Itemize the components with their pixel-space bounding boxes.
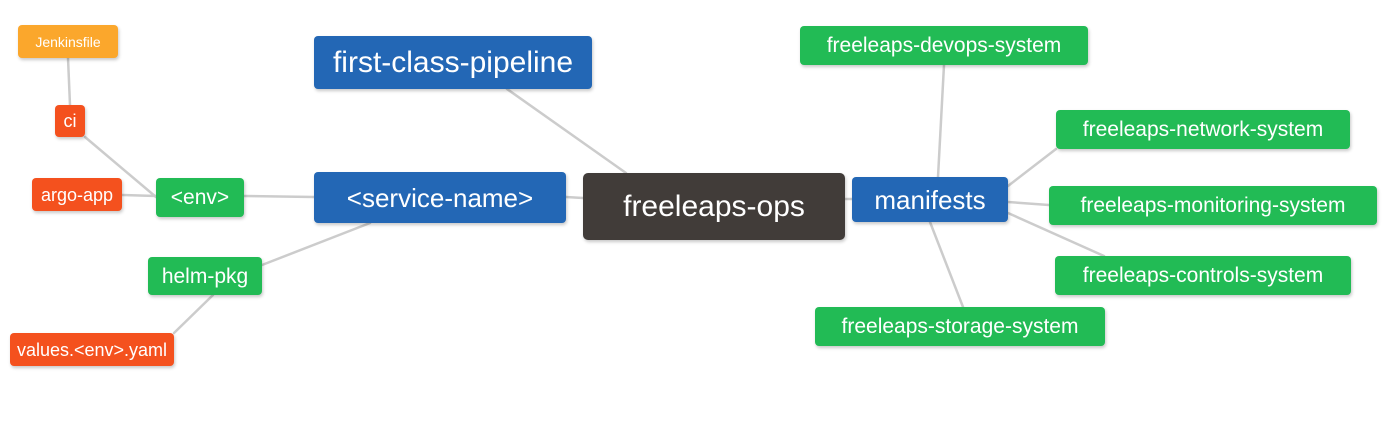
edge-values-env-yaml-to-helm-pkg bbox=[172, 293, 215, 335]
node-freeleaps-storage-system[interactable]: freeleaps-storage-system bbox=[815, 307, 1105, 346]
node-label: ci bbox=[63, 111, 77, 131]
node-env[interactable]: <env> bbox=[156, 178, 244, 217]
node-label: Jenkinsfile bbox=[35, 33, 101, 50]
node-freeleaps-ops[interactable]: freeleaps-ops bbox=[583, 173, 845, 240]
node-ci[interactable]: ci bbox=[55, 105, 85, 137]
edge-env-to-service-name bbox=[242, 194, 316, 199]
node-label: values.<env>.yaml bbox=[16, 339, 168, 360]
node-manifests[interactable]: manifests bbox=[852, 177, 1008, 222]
node-service-name[interactable]: <service-name> bbox=[314, 172, 566, 223]
edge-manifests-to-freeleaps-monitoring-system bbox=[1006, 200, 1051, 207]
node-label: freeleaps-network-system bbox=[1082, 118, 1324, 141]
node-freeleaps-network-system[interactable]: freeleaps-network-system bbox=[1056, 110, 1350, 149]
node-label: freeleaps-monitoring-system bbox=[1080, 194, 1346, 217]
node-label: <service-name> bbox=[346, 182, 534, 213]
node-helm-pkg[interactable]: helm-pkg bbox=[148, 257, 262, 295]
node-jenkinsfile[interactable]: Jenkinsfile bbox=[18, 25, 118, 58]
edge-first-class-pipeline-to-freeleaps-ops bbox=[505, 87, 628, 175]
node-freeleaps-monitoring-system[interactable]: freeleaps-monitoring-system bbox=[1049, 186, 1377, 225]
edge-manifests-to-freeleaps-storage-system bbox=[928, 220, 965, 309]
node-label: freeleaps-controls-system bbox=[1082, 264, 1324, 287]
node-first-class-pipeline[interactable]: first-class-pipeline bbox=[314, 36, 592, 89]
node-values-env-yaml[interactable]: values.<env>.yaml bbox=[10, 333, 174, 366]
node-freeleaps-controls-system[interactable]: freeleaps-controls-system bbox=[1055, 256, 1351, 295]
node-label: manifests bbox=[874, 184, 986, 215]
node-argo-app[interactable]: argo-app bbox=[32, 178, 122, 211]
edge-manifests-to-freeleaps-devops-system bbox=[936, 63, 946, 179]
edge-manifests-to-freeleaps-network-system bbox=[1006, 147, 1058, 188]
node-label: argo-app bbox=[40, 184, 114, 205]
edge-helm-pkg-to-service-name bbox=[260, 221, 372, 267]
node-label: helm-pkg bbox=[161, 264, 249, 288]
node-label: <env> bbox=[170, 186, 230, 209]
edge-jenkinsfile-to-ci bbox=[66, 56, 72, 107]
node-freeleaps-devops-system[interactable]: freeleaps-devops-system bbox=[800, 26, 1088, 65]
node-label: freeleaps-devops-system bbox=[826, 34, 1062, 57]
node-label: freeleaps-storage-system bbox=[841, 315, 1079, 338]
edge-service-name-to-freeleaps-ops bbox=[564, 195, 585, 200]
node-label: first-class-pipeline bbox=[332, 45, 574, 79]
edge-argo-app-to-env bbox=[120, 193, 158, 198]
node-label: freeleaps-ops bbox=[623, 189, 805, 223]
